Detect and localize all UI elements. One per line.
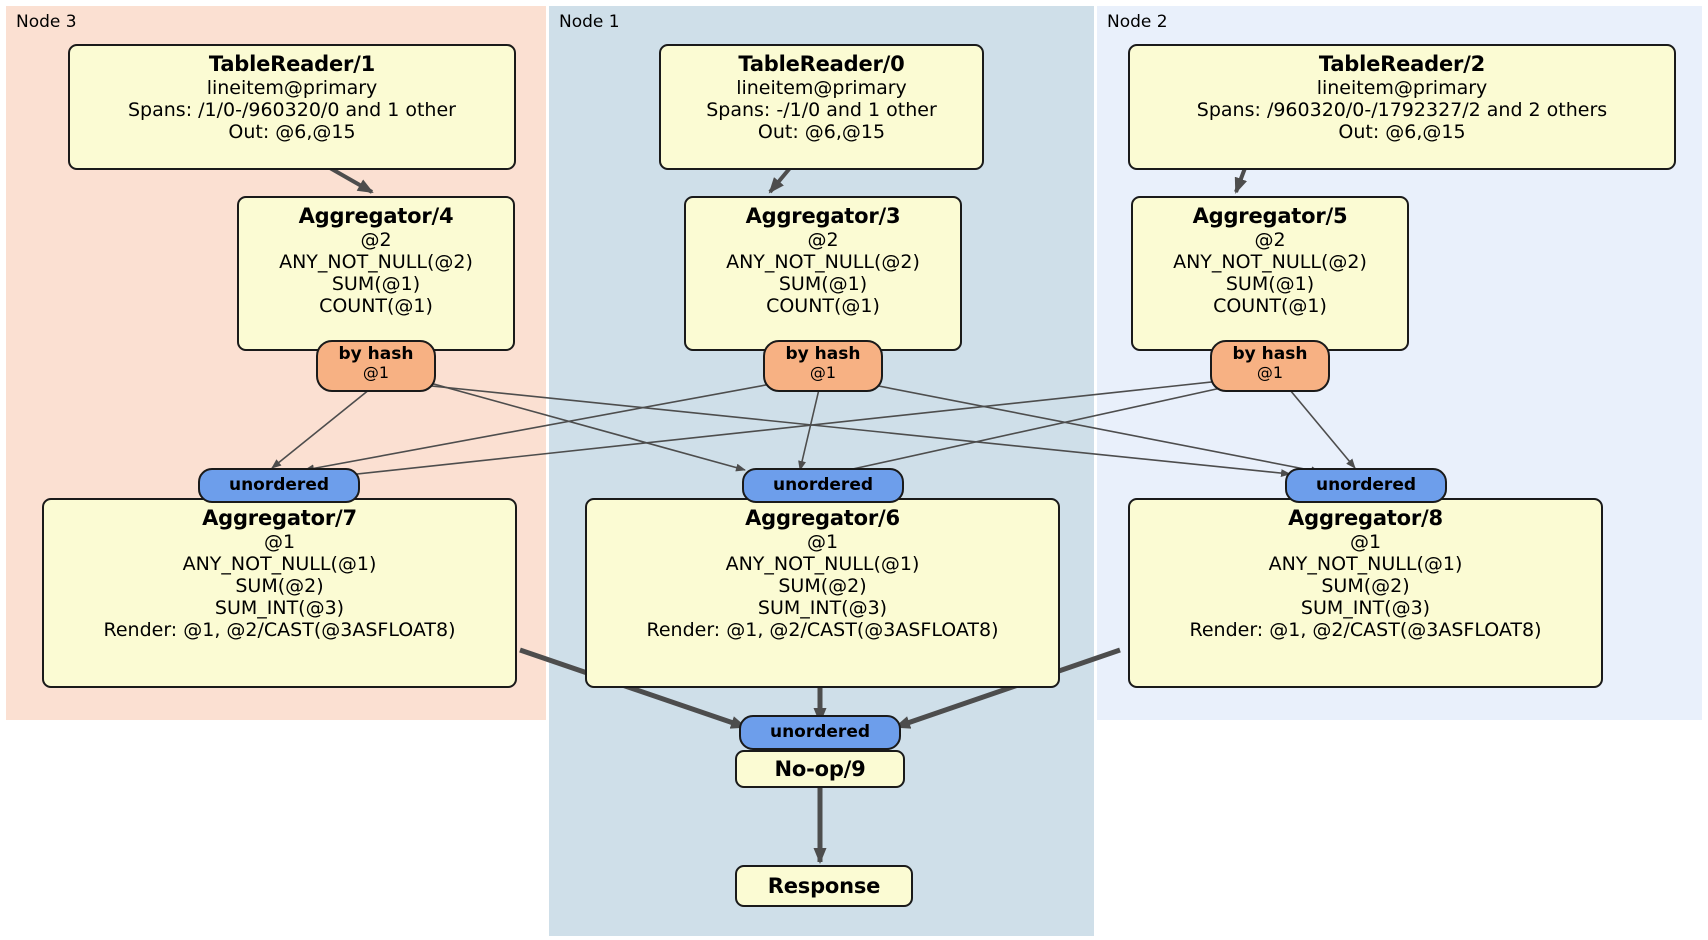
router-column-label: @1 [1256,363,1284,383]
processor-aggregator-5[interactable]: Aggregator/5 @2 ANY_NOT_NULL(@2) SUM(@1)… [1131,196,1409,351]
hash-router-node3[interactable]: by hash @1 [316,340,436,392]
processor-index: lineitem@primary [206,76,378,99]
synchronizer-label: unordered [769,721,871,742]
hash-router-node2[interactable]: by hash @1 [1210,340,1330,392]
processor-agg-1: ANY_NOT_NULL(@2) [279,250,473,273]
router-column-label: @1 [362,363,390,383]
processor-aggregator-3[interactable]: Aggregator/3 @2 ANY_NOT_NULL(@2) SUM(@1)… [684,196,962,351]
processor-tablereader-0[interactable]: TableReader/0 lineitem@primary Spans: -/… [659,44,984,170]
processor-agg-3: COUNT(@1) [766,295,880,318]
synchronizer-label: unordered [772,474,874,495]
processor-title: TableReader/2 [1318,52,1486,76]
router-type-label: by hash [1232,344,1308,364]
processor-agg-2: SUM(@2) [1321,575,1410,597]
synchronizer-label: unordered [1315,474,1417,495]
processor-out: Out: @6,@15 [1338,121,1466,143]
processor-agg-1: ANY_NOT_NULL(@1) [725,552,920,575]
processor-response[interactable]: Response [735,865,913,907]
processor-title: Aggregator/6 [745,506,900,530]
processor-agg-3: SUM_INT(@3) [214,597,345,620]
processor-group-cols: @1 [263,530,296,553]
synchronizer-node2[interactable]: unordered [1285,468,1447,503]
processor-title: Aggregator/4 [298,204,454,228]
processor-agg-3: SUM_INT(@3) [1300,597,1431,620]
processor-out: Out: @6,@15 [757,121,886,143]
processor-agg-1: ANY_NOT_NULL(@1) [1268,552,1463,575]
processor-noop-9[interactable]: No-op/9 [735,750,905,788]
router-type-label: by hash [338,344,414,364]
processor-aggregator-4[interactable]: Aggregator/4 @2 ANY_NOT_NULL(@2) SUM(@1)… [237,196,515,351]
processor-render: Render: @1, @2/CAST(@3ASFLOAT8) [103,619,456,642]
processor-render: Render: @1, @2/CAST(@3ASFLOAT8) [646,619,999,642]
processor-aggregator-8[interactable]: Aggregator/8 @1 ANY_NOT_NULL(@1) SUM(@2)… [1128,498,1603,688]
processor-title: Aggregator/7 [202,506,357,530]
router-column-label: @1 [809,363,837,383]
processor-agg-3: SUM_INT(@3) [757,597,888,620]
synchronizer-label: unordered [228,474,330,495]
processor-index: lineitem@primary [736,76,907,99]
processor-group-cols: @1 [806,530,839,553]
processor-agg-2: SUM(@1) [331,273,421,295]
processor-index: lineitem@primary [1316,76,1488,99]
processor-title: TableReader/1 [208,52,376,76]
processor-agg-1: ANY_NOT_NULL(@2) [1173,250,1367,273]
router-type-label: by hash [785,344,861,364]
processor-tablereader-2[interactable]: TableReader/2 lineitem@primary Spans: /9… [1128,44,1676,170]
processor-agg-1: ANY_NOT_NULL(@2) [726,250,920,273]
processor-title: No-op/9 [774,756,866,781]
processor-title: TableReader/0 [738,52,905,76]
processor-agg-2: SUM(@1) [778,273,868,295]
processor-group-cols: @2 [360,228,392,251]
node-region-label: Node 1 [559,12,620,32]
synchronizer-final[interactable]: unordered [739,715,901,750]
node-region-label: Node 2 [1107,12,1168,32]
processor-title: Aggregator/3 [745,204,901,228]
processor-group-cols: @2 [1254,228,1286,251]
processor-title: Aggregator/5 [1192,204,1348,228]
processor-group-cols: @2 [807,228,839,251]
processor-group-cols: @1 [1349,530,1382,553]
processor-agg-2: SUM(@2) [235,575,324,597]
processor-spans: Spans: -/1/0 and 1 other [706,98,937,121]
processor-out: Out: @6,@15 [228,121,356,143]
processor-agg-3: COUNT(@1) [1213,295,1327,318]
processor-spans: Spans: /1/0-/960320/0 and 1 other [128,98,456,121]
processor-title: Aggregator/8 [1288,506,1443,530]
hash-router-node1[interactable]: by hash @1 [763,340,883,392]
processor-agg-1: ANY_NOT_NULL(@1) [182,552,377,575]
processor-render: Render: @1, @2/CAST(@3ASFLOAT8) [1189,619,1542,642]
processor-spans: Spans: /960320/0-/1792327/2 and 2 others [1196,98,1608,121]
processor-agg-2: SUM(@2) [778,575,867,597]
processor-agg-2: SUM(@1) [1225,273,1315,295]
synchronizer-node1[interactable]: unordered [742,468,904,503]
processor-aggregator-7[interactable]: Aggregator/7 @1 ANY_NOT_NULL(@1) SUM(@2)… [42,498,517,688]
processor-aggregator-6[interactable]: Aggregator/6 @1 ANY_NOT_NULL(@1) SUM(@2)… [585,498,1060,688]
node-region-label: Node 3 [16,12,77,32]
processor-agg-3: COUNT(@1) [319,295,433,318]
processor-tablereader-1[interactable]: TableReader/1 lineitem@primary Spans: /1… [68,44,516,170]
processor-title: Response [767,873,881,898]
synchronizer-node3[interactable]: unordered [198,468,360,503]
